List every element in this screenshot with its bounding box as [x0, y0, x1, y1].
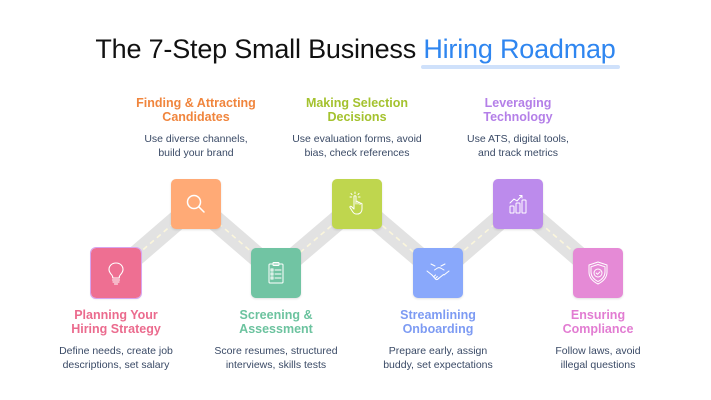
heading-line: Planning Your	[74, 308, 158, 322]
heading-line: Finding & Attracting	[136, 96, 256, 110]
heading-line: Making Selection	[305, 96, 409, 110]
desc-line: Score resumes, structured	[214, 345, 338, 357]
step-6-icon-box	[493, 179, 543, 229]
desc-line: descriptions, set salary	[62, 359, 170, 371]
heading-line: Ensuring	[570, 308, 626, 322]
desc-line: and track metrics	[478, 147, 558, 159]
desc-line: Use evaluation forms, avoid	[292, 133, 422, 145]
desc-line: Define needs, create job	[59, 345, 173, 357]
step-5-icon-box	[413, 248, 463, 298]
step-2-icon-box	[171, 179, 221, 229]
step-3-icon-box	[251, 248, 301, 298]
step-4-icon-box	[332, 179, 382, 229]
desc-line: Follow laws, avoid	[555, 345, 641, 357]
heading-line: Compliance	[562, 322, 634, 336]
step-4-description: Use evaluation forms, avoid bias, check r…	[272, 132, 442, 160]
step-6-description: Use ATS, digital tools, and track metrics	[433, 132, 603, 160]
step-2-description: Use diverse channels, build your brand	[111, 132, 281, 160]
desc-line: Prepare early, assign	[388, 345, 488, 357]
heading-line: Screening &	[239, 308, 313, 322]
handshake-icon	[426, 263, 450, 281]
desc-line: Use diverse channels,	[144, 133, 248, 145]
desc-line: build your brand	[158, 147, 234, 159]
step-1-icon-box	[90, 247, 142, 299]
step-3-label: Screening &Assessment Score resumes, str…	[191, 308, 361, 372]
pointer-hand-icon	[349, 191, 363, 215]
heading-line: Streamlining	[400, 308, 476, 322]
growth-chart-icon	[509, 195, 527, 214]
page-title: The 7-Step Small Business Hiring Roadmap	[0, 34, 711, 69]
heading-line: Candidates	[162, 110, 230, 124]
step-7-icon-box	[573, 248, 623, 298]
title-main: The 7-Step Small Business	[95, 34, 424, 64]
heading-line: Technology	[483, 110, 553, 124]
desc-line: illegal questions	[560, 359, 636, 371]
title-accent: Hiring Roadmap	[421, 34, 620, 69]
title-accent-text: Hiring Roadmap	[423, 34, 616, 64]
step-5-description: Prepare early, assign buddy, set expectat…	[353, 344, 523, 372]
heading-line: Leveraging	[484, 96, 552, 110]
search-icon	[186, 194, 205, 213]
heading-line: Decisions	[327, 110, 387, 124]
heading-line: Assessment	[239, 322, 313, 336]
step-1-description: Define needs, create job descriptions, se…	[31, 344, 201, 372]
clipboard-checklist-icon	[268, 262, 284, 284]
desc-line: bias, check references	[304, 147, 410, 159]
step-3-description: Score resumes, structured interviews, ski…	[191, 344, 361, 372]
heading-line: Onboarding	[402, 322, 474, 336]
desc-line: buddy, set expectations	[383, 359, 493, 371]
desc-line: interviews, skills tests	[225, 359, 327, 371]
shield-check-icon	[588, 261, 608, 285]
desc-line: Use ATS, digital tools,	[467, 133, 569, 145]
title-underline	[421, 65, 620, 69]
lightbulb-icon	[108, 262, 124, 285]
step-7-description: Follow laws, avoid illegal questions	[513, 344, 683, 372]
heading-line: Hiring Strategy	[71, 322, 161, 336]
step-3-heading: Screening &Assessment	[191, 308, 361, 336]
